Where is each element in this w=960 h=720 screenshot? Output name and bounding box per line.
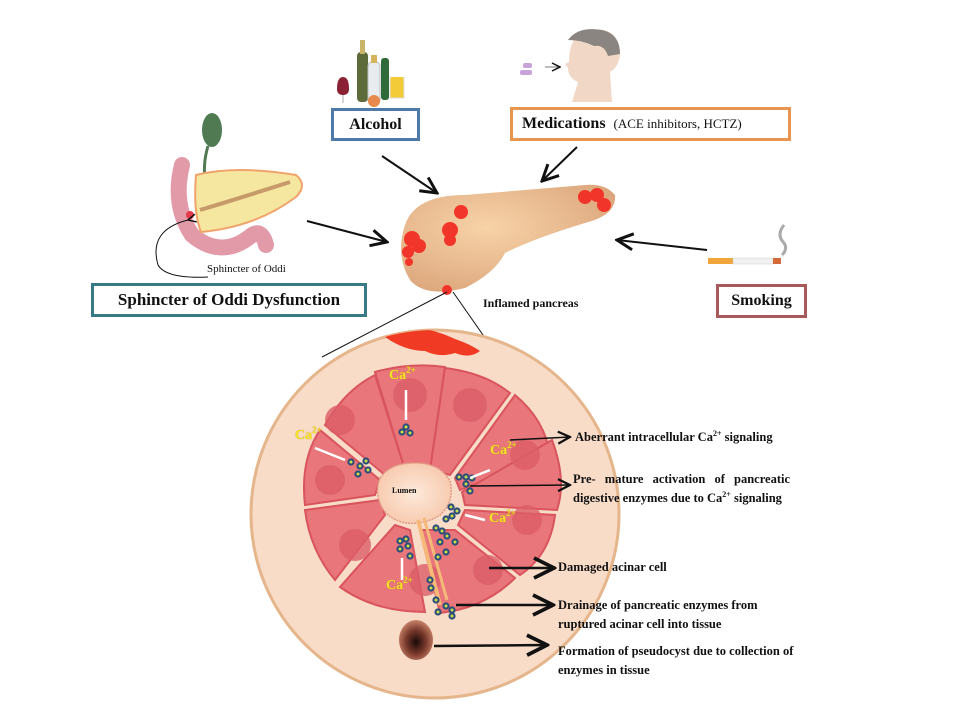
calcium-label: Ca2+ xyxy=(490,440,517,459)
enzyme-granule-core xyxy=(450,608,454,612)
inflamed-pancreas-illustration xyxy=(401,184,616,295)
enzyme-granule-core xyxy=(406,544,410,548)
center-label: Inflamed pancreas xyxy=(483,296,579,310)
enzyme-granule-core xyxy=(398,539,402,543)
cause-label: Alcohol xyxy=(349,115,402,133)
mechanism-pseudocyst: Formation of pseudocyst due to collectio… xyxy=(558,644,794,677)
enzyme-granule-core xyxy=(408,431,412,435)
cause-box-sphincter: Sphincter of Oddi Dysfunction xyxy=(91,283,367,317)
calcium-arrows xyxy=(314,390,491,580)
cause-label: Sphincter of Oddi Dysfunction xyxy=(117,290,341,309)
enzyme-granule-core xyxy=(450,614,454,618)
cause-label: Smoking xyxy=(731,292,792,309)
mechanism-enzyme-drainage: Drainage of pancreatic enzymes from rupt… xyxy=(558,598,758,631)
enzyme-granules xyxy=(347,423,476,620)
lumen xyxy=(376,462,452,525)
enzyme-granule-core xyxy=(438,540,442,544)
enzyme-granule-core xyxy=(457,475,461,479)
enzyme-granule-core xyxy=(440,529,444,533)
enzyme-granule-core xyxy=(436,610,440,614)
calcium-label: Ca2+ xyxy=(489,508,516,527)
enzyme-granule-core xyxy=(455,509,459,513)
acinar-cell xyxy=(338,523,427,614)
enzyme-granule-core xyxy=(404,537,408,541)
inflammation-patch xyxy=(385,330,480,356)
enzyme-granule-core xyxy=(429,586,433,590)
enzyme-granule-core xyxy=(464,475,468,479)
enzyme-granule-core xyxy=(366,468,370,472)
enzyme-granule-core xyxy=(444,604,448,608)
arrow-smoking xyxy=(617,240,708,251)
enzyme-granule-core xyxy=(434,598,438,602)
enzyme-granule-core xyxy=(434,526,438,530)
arrow-alcohol xyxy=(381,155,437,193)
enzyme-granule-core xyxy=(408,554,412,558)
lumen-label: Lumen xyxy=(392,486,417,495)
mechanism-damaged-cell: Damaged acinar cell xyxy=(558,560,667,574)
enzyme-granule-core xyxy=(358,464,362,468)
enzyme-granule-core xyxy=(436,555,440,559)
arrow-medications xyxy=(542,146,578,181)
enzyme-granule-core xyxy=(349,460,353,464)
alcohol-bottles-icon xyxy=(337,40,405,107)
calcium-label: Ca2+ xyxy=(295,425,322,444)
mechanism-arrows xyxy=(433,437,570,646)
cause-label: Medications xyxy=(522,115,606,132)
enzyme-granule-core xyxy=(464,482,468,486)
mechanism-enzyme-activation: Pre- mature activation of pancreatic dig… xyxy=(573,472,791,505)
cause-arrows xyxy=(306,146,708,251)
enzyme-granule-core xyxy=(444,517,448,521)
enzyme-granule-core xyxy=(356,472,360,476)
acinus-cross-section xyxy=(249,328,621,700)
cause-box-alcohol: Alcohol xyxy=(331,108,420,141)
enzyme-granule-core xyxy=(453,540,457,544)
enzyme-granule-core xyxy=(404,425,408,429)
sphincter-annotation: Sphincter of Oddi xyxy=(207,263,286,275)
person-taking-pills-icon xyxy=(520,29,620,102)
arrow-sphincter xyxy=(306,220,387,242)
calcium-label: Ca2+ xyxy=(386,575,413,594)
pancreas-duodenum-icon xyxy=(155,113,303,278)
enzyme-granule-core xyxy=(428,578,432,582)
zoom-line-left xyxy=(321,291,448,358)
enzyme-granule-core xyxy=(444,550,448,554)
cigarette-icon xyxy=(708,224,788,265)
cause-box-smoking: Smoking xyxy=(716,284,807,318)
enzyme-granule-core xyxy=(364,459,368,463)
mechanism-calcium-signaling: Aberrant intracellular Ca2+ signaling xyxy=(575,429,773,445)
enzyme-granule-core xyxy=(445,534,449,538)
enzyme-granule-core xyxy=(449,505,453,509)
cause-detail: (ACE inhibitors, HCTZ) xyxy=(613,116,742,131)
enzyme-granule-core xyxy=(398,547,402,551)
calcium-label: Ca2+ xyxy=(389,365,416,384)
enzyme-granule-core xyxy=(450,514,454,518)
enzyme-granule-core xyxy=(400,430,404,434)
cause-box-medications: Medications (ACE inhibitors, HCTZ) xyxy=(510,107,791,141)
enzyme-granule-core xyxy=(468,489,472,493)
pseudocyst xyxy=(399,620,433,660)
